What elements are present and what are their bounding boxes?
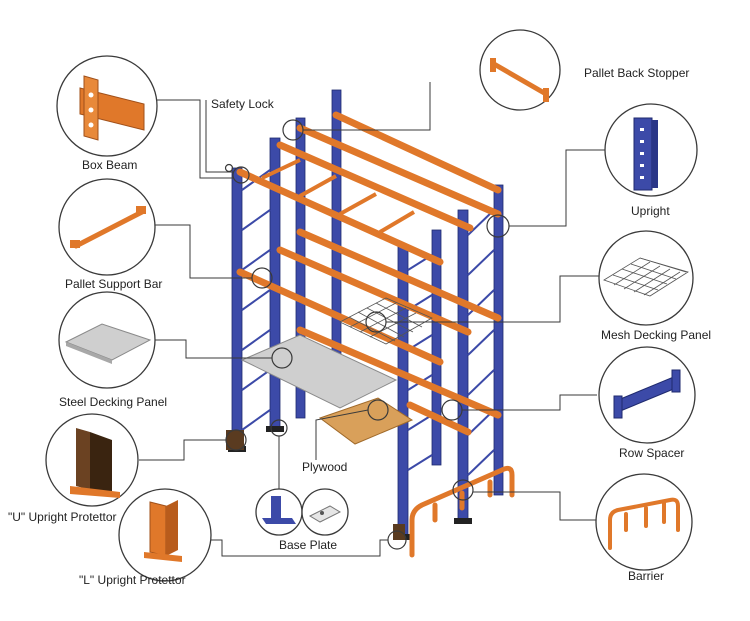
label-pallet-support-bar: Pallet Support Bar — [65, 277, 163, 291]
callout-l-upright-protector — [118, 488, 212, 582]
label-base-plate: Base Plate — [279, 538, 338, 552]
callout-row-spacer — [598, 346, 696, 444]
label-upright: Upright — [631, 204, 670, 218]
callout-pallet-support-bar — [58, 178, 156, 276]
callout-steel-decking-panel — [58, 291, 156, 389]
rack-upright — [295, 117, 306, 419]
callout-barrier — [595, 473, 693, 571]
callout-mesh-decking-panel — [598, 230, 694, 326]
rack-upright — [493, 184, 504, 496]
callout-upright — [604, 103, 698, 197]
pallet-rack — [226, 89, 515, 558]
callout-u-upright-protector — [45, 413, 139, 507]
rack-plywood — [318, 397, 414, 445]
rack-highlight-markers — [224, 119, 510, 550]
label-safety-lock: Safety Lock — [211, 97, 274, 111]
leader-lines — [139, 82, 606, 557]
label-u-upright-protector: "U" Upright Protettor — [8, 510, 117, 524]
rack-upright — [397, 244, 409, 536]
label-steel-decking-panel: Steel Decking Panel — [59, 395, 168, 409]
label-row-spacer: Row Spacer — [619, 446, 685, 460]
callout-box-beam — [56, 55, 158, 157]
callout-base-plate — [255, 488, 349, 536]
label-mesh-decking-panel: Mesh Decking Panel — [601, 328, 712, 342]
rack-upright — [231, 167, 243, 449]
label-plywood: Plywood — [302, 460, 348, 474]
label-barrier: Barrier — [628, 569, 665, 583]
rack-upright — [457, 209, 469, 521]
rack-upright — [431, 229, 442, 466]
callout-pallet-back-stopper — [479, 29, 561, 111]
label-l-upright-protector: "L" Upright Protettor — [79, 573, 186, 587]
rack-steel-panel — [240, 334, 398, 409]
label-box-beam: Box Beam — [82, 158, 138, 172]
label-pallet-back-stopper: Pallet Back Stopper — [584, 66, 690, 80]
